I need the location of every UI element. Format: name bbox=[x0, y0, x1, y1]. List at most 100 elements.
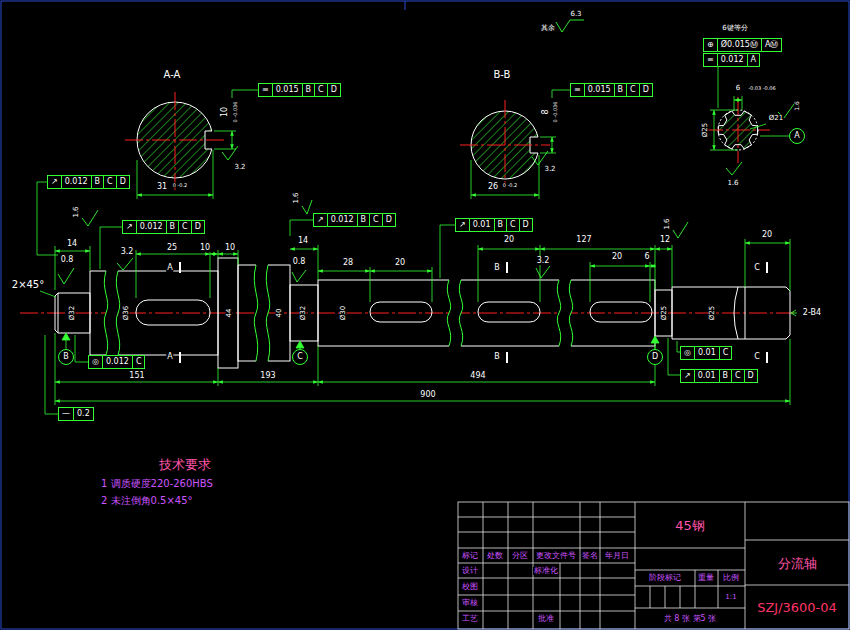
frame-cell: 0.01 bbox=[694, 370, 719, 382]
dimension-text: 31 bbox=[156, 183, 168, 191]
leader-lines bbox=[37, 66, 797, 414]
roughness-symbols-part bbox=[117, 258, 133, 270]
frame-cell: B bbox=[166, 221, 179, 233]
dimension-lines-part bbox=[478, 249, 540, 250]
frame-cell: C bbox=[731, 370, 744, 382]
shaft-outline-part bbox=[734, 287, 738, 339]
title-block-cell: 比例 bbox=[722, 574, 740, 582]
frame-cell: ↗ bbox=[681, 370, 694, 382]
break-lines-part bbox=[447, 280, 450, 346]
technical-note: 技术要求 bbox=[158, 458, 212, 471]
roughness-symbols-part bbox=[302, 200, 312, 214]
dimension-text: 3.2 bbox=[543, 166, 556, 173]
section-marks-part bbox=[766, 352, 768, 363]
datum-circle: A bbox=[789, 128, 805, 144]
frame-cell: ↗ bbox=[314, 214, 327, 226]
frame-cell: ↗ bbox=[123, 221, 136, 233]
feature-control-frame: ↗0.012BCD bbox=[122, 220, 205, 234]
extension-lines-part bbox=[745, 239, 746, 287]
frame-cell: C bbox=[132, 356, 145, 368]
frame-cell: B bbox=[357, 214, 370, 226]
shaft-outline-part bbox=[218, 258, 238, 368]
title-block-grid-part bbox=[458, 502, 849, 629]
frame-cell: B bbox=[91, 176, 104, 188]
leader-lines-part bbox=[440, 225, 455, 278]
center-line-part bbox=[175, 92, 176, 190]
datum-triangles-part bbox=[296, 341, 304, 348]
title-block-cell: 标准化 bbox=[533, 567, 559, 575]
extension-lines-part bbox=[214, 131, 236, 132]
dimension-text: B bbox=[493, 353, 501, 361]
leader-lines-part bbox=[232, 90, 258, 98]
dimension-text: Ø25 bbox=[709, 305, 716, 321]
dimension-text: 3.2 bbox=[536, 257, 551, 265]
roughness-symbols-part bbox=[726, 162, 742, 175]
feature-control-frame: ↗0.012BCD bbox=[47, 175, 130, 189]
extension-lines bbox=[55, 96, 790, 405]
title-block-grid-part bbox=[508, 502, 509, 629]
title-block-cell: 批准 bbox=[537, 615, 555, 623]
title-block-grid-part bbox=[695, 570, 696, 608]
break-lines-part bbox=[104, 271, 107, 355]
shaft-outline-part bbox=[672, 287, 790, 339]
shaft-outline-part bbox=[655, 290, 672, 336]
extension-lines-part bbox=[471, 160, 472, 199]
dimension-lines-part bbox=[714, 110, 715, 150]
frame-cell: D bbox=[382, 214, 395, 226]
dimension-text: 10 bbox=[199, 244, 211, 252]
extension-lines-part bbox=[650, 262, 651, 302]
title-block-grid-part bbox=[458, 595, 635, 596]
dimension-text: C bbox=[753, 264, 761, 272]
dimension-text: B bbox=[493, 264, 501, 272]
roughness-symbols-part bbox=[673, 222, 688, 238]
dimension-text: 1.6 bbox=[726, 180, 739, 187]
dimension-text: Ø21 bbox=[768, 115, 784, 122]
extension-lines-part bbox=[540, 245, 541, 302]
dimension-text: 12 bbox=[659, 236, 671, 244]
datum-triangles-part bbox=[62, 333, 70, 340]
frame-cell: 0.012 bbox=[717, 54, 747, 66]
leader-lines-part bbox=[668, 338, 680, 375]
dimension-text: 6 bbox=[735, 85, 741, 92]
frame-cell: ≡ bbox=[571, 84, 584, 96]
title-block-grid-part bbox=[680, 586, 681, 608]
extension-lines-part bbox=[55, 333, 56, 405]
break-lines bbox=[104, 264, 572, 362]
dimension-text: Ø30 bbox=[340, 305, 347, 321]
dimension-text: 900 bbox=[419, 391, 436, 399]
dimension-lines-part bbox=[210, 254, 218, 255]
dimension-text: 6.3 bbox=[569, 11, 582, 18]
frame-cell: D bbox=[639, 84, 652, 96]
dimension-lines-part bbox=[55, 251, 90, 252]
shaft-outline-part bbox=[55, 293, 90, 333]
leader-lines-part bbox=[40, 291, 56, 297]
section-marks-part bbox=[766, 262, 768, 273]
title-block-cell: 标记 bbox=[461, 552, 479, 560]
dimension-text: 3.2 bbox=[233, 164, 246, 171]
title-block-grid-part bbox=[458, 611, 635, 612]
title-block-grid-part bbox=[458, 578, 635, 579]
dimension-text: 0.8 bbox=[60, 256, 75, 264]
frame-cell: 0.012 bbox=[327, 214, 357, 226]
dimension-text: 1.6 bbox=[73, 205, 80, 218]
dimension-text: 20 bbox=[503, 236, 515, 244]
dimension-text: 10 bbox=[221, 106, 229, 118]
dimension-lines-part bbox=[137, 195, 213, 196]
section-marks-part bbox=[506, 352, 508, 363]
dimension-text: 151 bbox=[128, 372, 145, 380]
dimension-lines-part bbox=[650, 266, 656, 267]
dimension-lines-part bbox=[290, 249, 318, 250]
leader-lines-part bbox=[791, 310, 797, 316]
title-block-grid-part bbox=[718, 570, 719, 608]
title-block-grid-part bbox=[745, 540, 849, 541]
extension-lines-part bbox=[478, 245, 479, 302]
frame-cell: ≡ bbox=[704, 54, 717, 66]
feature-control-frame: ≡0.012A bbox=[703, 53, 760, 67]
frame-cell: 0.015 bbox=[272, 84, 302, 96]
leader-lines-part bbox=[760, 136, 790, 137]
frame-cell: ≡ bbox=[259, 84, 272, 96]
title-block-grid-part bbox=[650, 586, 651, 608]
roughness-symbols-part bbox=[58, 268, 74, 284]
technical-note: 1 调质硬度220-260HBS bbox=[100, 479, 214, 489]
dimension-text: 0.8 bbox=[292, 258, 307, 266]
